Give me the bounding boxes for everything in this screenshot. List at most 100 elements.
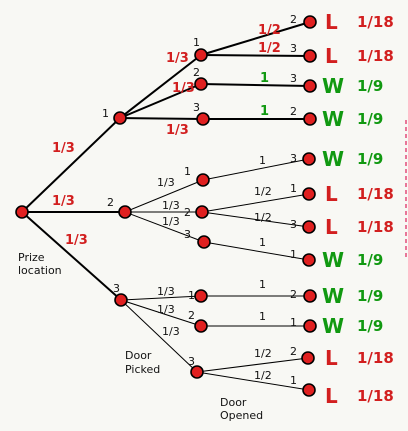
label-p3-pick2: 2 [188,309,195,322]
edge-root-to-3 [21,211,122,301]
label-p2-open-a: 3 [290,152,297,165]
outcome-result-1: L [325,10,338,34]
outcome-prob-8: 1/9 [357,251,383,269]
prob-p3-open-c: 1/2 [254,347,272,360]
outcome-prob-11: 1/18 [357,349,394,367]
edge-p2-pick3-open1 [203,241,310,261]
node-leaf-10 [303,319,317,333]
outcome-prob-7: 1/18 [357,218,394,236]
prob-p2-open-d: 1 [259,236,266,249]
prob-prize-3: 1/3 [65,233,88,248]
label-p1-pick1: 1 [193,36,200,49]
edge-p2-pick1-open3 [202,158,310,181]
node-leaf-8 [302,253,316,267]
label-door-picked-line1: Door [125,349,152,362]
prob-p1-open-a: 1/2 [258,23,281,38]
prob-prize-2: 1/3 [52,194,75,209]
prob-p1-open-c: 1 [260,71,269,86]
outcome-prob-6: 1/18 [357,185,394,203]
edge-p3-pick3-open1 [196,371,310,391]
outcome-result-10: W [322,314,344,338]
label-prize-location-line2: location [18,264,62,277]
outcome-result-12: L [325,384,338,408]
outcome-result-6: L [325,182,338,206]
label-p2-pick3: 3 [184,228,191,241]
outcome-prob-3: 1/9 [357,77,383,95]
prob-p3-pick3: 1/3 [162,325,180,338]
prob-p2-open-a: 1 [259,154,266,167]
prob-p2-pick1: 1/3 [157,176,175,189]
node-prize-3 [114,293,128,307]
prob-p1-open-d: 1 [260,104,269,119]
outcome-result-7: L [325,215,338,239]
label-prize-location-line1: Prize [18,251,45,264]
label-p3-open-b: 1 [290,316,297,329]
label-p1-open-c: 3 [290,72,297,85]
edge-p1-pick2 [119,83,202,119]
node-prize-1 [113,111,127,125]
node-p2-pick1 [196,173,210,187]
prob-prize-1: 1/3 [52,141,75,156]
edge-p3-pick2 [120,299,202,327]
label-p1-pick2: 2 [193,66,200,79]
prob-p1-pick3: 1/3 [166,123,189,138]
prob-p3-open-a: 1 [259,278,266,291]
label-p2-pick1: 1 [184,165,191,178]
prob-p1-open-b: 1/2 [258,41,281,56]
label-door-opened-line2: Opened [220,409,263,422]
node-leaf-3 [303,79,317,93]
prob-p1-pick2: 1/3 [172,81,195,96]
edge-p1-pick3 [119,117,204,120]
outcome-result-3: W [322,74,344,98]
label-p1-open-b: 3 [290,42,297,55]
edge-p2-pick1 [124,179,204,213]
edge-p1-pick2-open3 [200,83,311,87]
node-leaf-4 [303,112,317,126]
edge-p2-pick2-open1 [201,193,310,213]
label-prize-1: 1 [102,107,109,120]
label-p3-pick3: 3 [188,355,195,368]
label-p2-pick2: 2 [184,206,191,219]
label-p1-pick3: 3 [193,101,200,114]
node-p1-pick3 [196,112,210,126]
node-prize-2 [118,205,132,219]
outcome-prob-4: 1/9 [357,110,383,128]
node-leaf-6 [302,187,316,201]
prob-p2-open-b: 1/2 [254,185,272,198]
prob-p2-pick3: 1/3 [162,215,180,228]
label-p1-open-d: 2 [290,105,297,118]
outcome-result-9: W [322,284,344,308]
node-p1-pick1 [194,48,208,62]
label-door-opened-line1: Door [220,396,247,409]
outcome-result-5: W [322,147,344,171]
prob-p2-pick2: 1/3 [162,199,180,212]
label-p1-open-a: 2 [290,13,297,26]
label-p3-open-d: 1 [290,374,297,387]
label-p3-open-a: 2 [290,288,297,301]
label-p3-pick1: 1 [188,289,195,302]
prob-p3-open-b: 1 [259,310,266,323]
outcome-prob-1: 1/18 [357,13,394,31]
outcome-result-4: W [322,107,344,131]
node-root [15,205,29,219]
edge-p2-pick3 [124,211,205,243]
node-leaf-7 [302,220,316,234]
label-p2-open-c: 3 [290,218,297,231]
outcome-prob-5: 1/9 [357,150,383,168]
node-p3-pick3 [190,365,204,379]
node-leaf-9 [303,289,317,303]
outcome-result-11: L [325,346,338,370]
edge-p3-pick3 [120,299,198,373]
edge-p3-pick1 [120,295,202,301]
edge-p1-pick1-open2 [200,21,311,56]
edge-p3-pick3-open2 [196,357,309,373]
outcome-result-2: L [325,44,338,68]
node-p3-pick1 [194,289,208,303]
node-p3-pick2 [194,319,208,333]
node-p1-pick2 [194,77,208,91]
prob-p1-pick1: 1/3 [166,51,189,66]
outcome-result-8: W [322,248,344,272]
edge-p1-pick1 [119,54,202,119]
node-p2-pick2 [195,205,209,219]
label-p2-open-d: 1 [290,248,297,261]
